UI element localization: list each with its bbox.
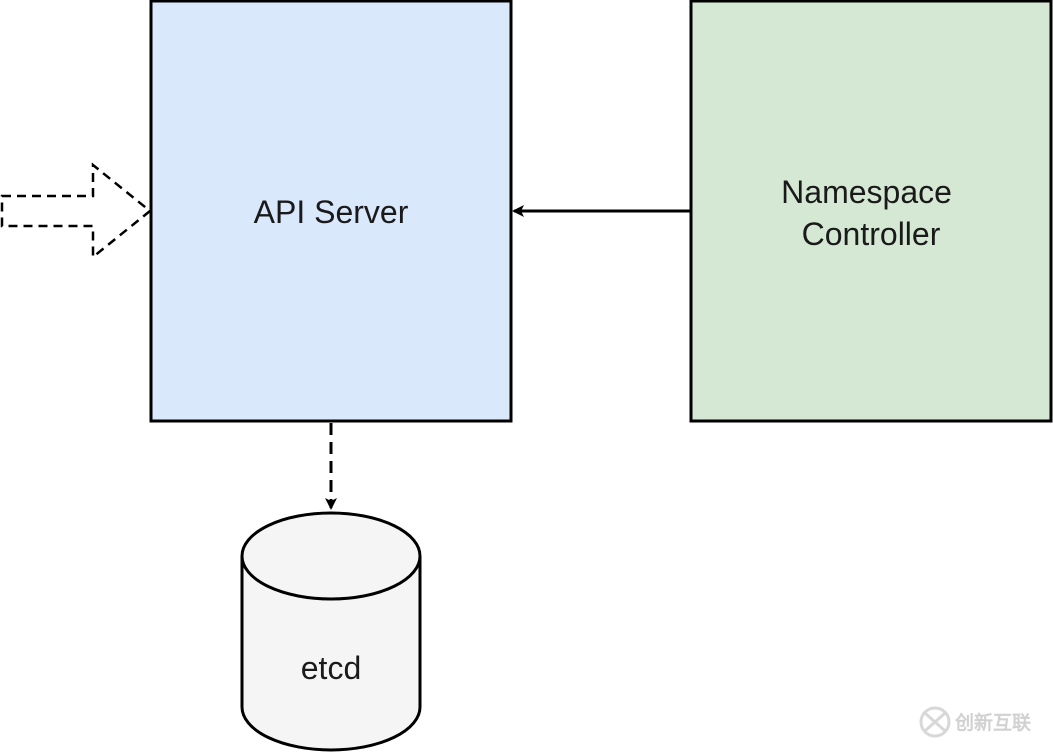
etcd-cylinder[interactable] [240,511,422,752]
watermark-text: 创新互联 [954,711,1031,734]
swirl-logo-icon [919,706,951,738]
api-server-box[interactable] [149,0,513,423]
etcd-cylinder-top [240,511,422,601]
namespace-controller-label-line1: Namespace [781,174,952,210]
namespace-controller-box[interactable] [689,0,1053,423]
watermark: 创新互联 [919,706,1031,738]
namespace-controller-label: Namespace Controller [781,174,961,252]
etcd-cylinder-body [240,556,422,752]
api-server-label: API Server [254,194,409,230]
etcd-label: etcd [301,650,361,686]
namespace-controller-label-line2: Controller [802,216,941,252]
incoming-request-arrow [0,162,152,260]
